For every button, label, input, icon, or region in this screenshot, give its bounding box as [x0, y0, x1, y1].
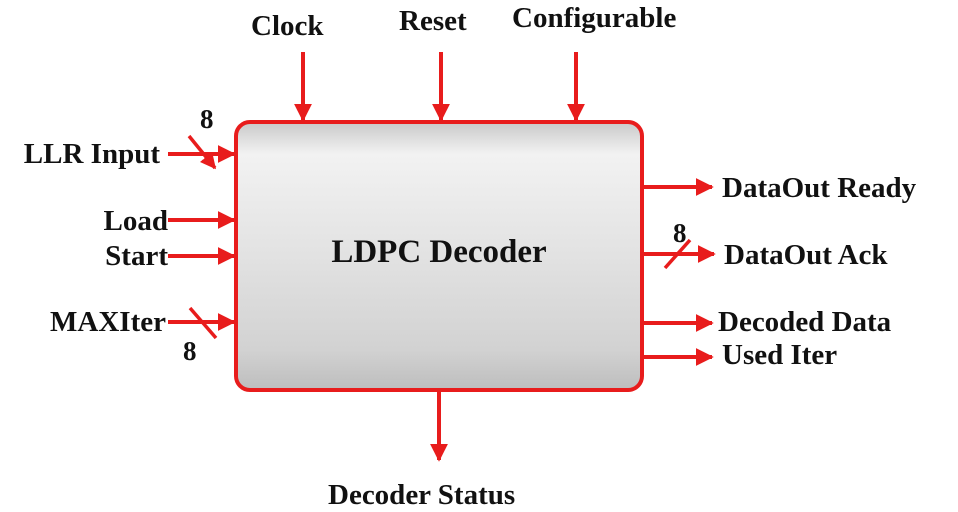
dataout-ack-bus-slash	[663, 238, 692, 270]
block-title: LDPC Decoder	[331, 234, 547, 270]
reset-label: Reset	[399, 5, 467, 37]
dataout-ack-bus-width: 8	[673, 218, 687, 248]
dataout-ack-label: DataOut Ack	[724, 239, 888, 271]
dataout-ready-label: DataOut Ready	[722, 172, 917, 204]
used-iter-label: Used Iter	[722, 339, 838, 371]
llr-input-label: LLR Input	[23, 138, 160, 170]
decoded-data-label: Decoded Data	[718, 306, 892, 338]
decoder-block	[234, 120, 644, 392]
maxiter-bus-slash	[188, 306, 218, 340]
start-label: Start	[105, 240, 168, 272]
maxiter-bus-width: 8	[183, 336, 197, 366]
maxiter-label: MAXIter	[50, 306, 166, 338]
llr-input-bus-width: 8	[200, 104, 214, 134]
load-label: Load	[103, 205, 168, 237]
decoder-status-label: Decoder Status	[328, 479, 516, 511]
clock-label: Clock	[251, 10, 324, 42]
llr-input-bus-slash	[187, 134, 217, 170]
configurable-label: Configurable	[512, 2, 677, 34]
